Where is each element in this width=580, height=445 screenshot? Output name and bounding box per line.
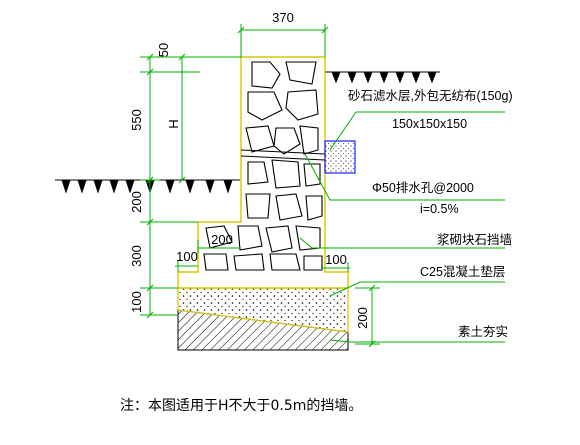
dim-right-toe-text: 100 bbox=[325, 252, 347, 267]
dim-300-text: 300 bbox=[129, 245, 144, 267]
wall-material-label: 浆砌块石挡墙 bbox=[437, 232, 512, 247]
dim-h-text: H bbox=[166, 119, 181, 128]
dim-100-bottom-text: 100 bbox=[129, 291, 144, 313]
ground-right bbox=[325, 71, 440, 84]
dim-cushion: 200 bbox=[355, 284, 380, 348]
dim-right-toe: 100 bbox=[322, 252, 350, 272]
dim-top-width-text: 370 bbox=[272, 10, 294, 25]
dim-step-width-text: 200 bbox=[211, 232, 233, 247]
footnote: 注：本图适用于H不大于0.5m的挡墙。 bbox=[120, 398, 362, 414]
soil-label: 素土夯实 bbox=[458, 324, 508, 339]
dim-step-width: 200 bbox=[197, 232, 241, 254]
dim-cushion-text: 200 bbox=[355, 307, 370, 329]
slope-label: i=0.5% bbox=[420, 202, 459, 216]
dim-550-text: 550 bbox=[129, 109, 144, 131]
cushion-label: C25混凝土垫层 bbox=[420, 264, 505, 279]
gravel-filter-box bbox=[324, 140, 356, 174]
drain-pipe bbox=[240, 149, 326, 161]
drain-hole-label: Φ50排水孔@2000 bbox=[372, 181, 474, 195]
dim-left-toe: 100 bbox=[175, 249, 198, 272]
dim-top-width: 370 bbox=[237, 10, 329, 57]
dim-left-chain: 50 550 H 200 300 100 bbox=[129, 43, 241, 319]
filter-size-label: 150x150x150 bbox=[392, 117, 467, 131]
dim-50-text: 50 bbox=[156, 43, 171, 57]
stone-pattern bbox=[203, 61, 323, 271]
leader-lines bbox=[299, 111, 505, 343]
dim-left-toe-text: 100 bbox=[176, 249, 198, 264]
filter-layer-label: 砂石滤水层,外包无纺布(150g) bbox=[348, 89, 513, 103]
dim-200-left-text: 200 bbox=[129, 191, 144, 213]
